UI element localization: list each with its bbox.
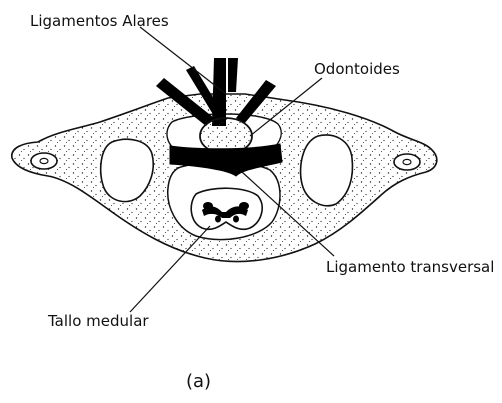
odontoid-label: Odontoides bbox=[314, 60, 400, 78]
spinal-cord-label: Tallo medular bbox=[47, 312, 149, 330]
spinal-cord bbox=[191, 188, 262, 229]
alar-ligaments-leader bbox=[140, 27, 226, 94]
transverse-ligament-label: Ligamento transversal bbox=[326, 258, 494, 276]
figure-caption: (a) bbox=[186, 371, 211, 392]
alar-ligaments-label: Ligamentos Alares bbox=[30, 12, 169, 30]
right-articular-facet bbox=[301, 135, 353, 206]
